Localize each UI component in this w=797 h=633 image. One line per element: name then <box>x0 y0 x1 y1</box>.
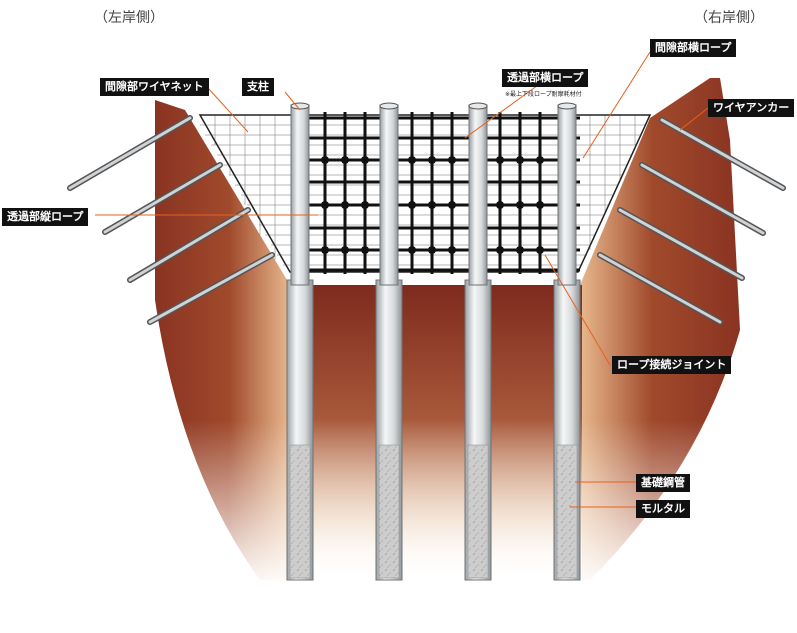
label-post: 支柱 <box>242 78 274 96</box>
label-mortar: モルタル <box>636 500 690 518</box>
ground-soil <box>150 78 750 590</box>
wire-anchors <box>67 115 786 325</box>
leader-lines <box>95 51 709 508</box>
label-center-wire-net: 間隙部ワイヤネット <box>100 78 209 96</box>
label-rope-joint: ロープ接続ジョイント <box>612 356 732 374</box>
rope-net <box>198 112 652 274</box>
label-foundation-pipe: 基礎鋼管 <box>636 474 690 492</box>
label-wire-anchor: ワイヤアンカー <box>708 99 795 117</box>
label-transmit-note: ※最上下段ロープ耐摩耗材付 <box>505 91 582 98</box>
left-bank-heading: （左岸側） <box>94 10 164 26</box>
label-transmit-horizontal-rope: 透過部横ロープ <box>502 69 589 87</box>
label-transmit-vertical-rope: 透過部縦ロープ <box>2 208 89 226</box>
label-center-horizontal-rope: 間隙部横ロープ <box>650 39 737 57</box>
foundation-pipes <box>286 279 581 581</box>
right-bank-heading: （右岸側） <box>694 10 764 26</box>
posts <box>290 102 577 286</box>
